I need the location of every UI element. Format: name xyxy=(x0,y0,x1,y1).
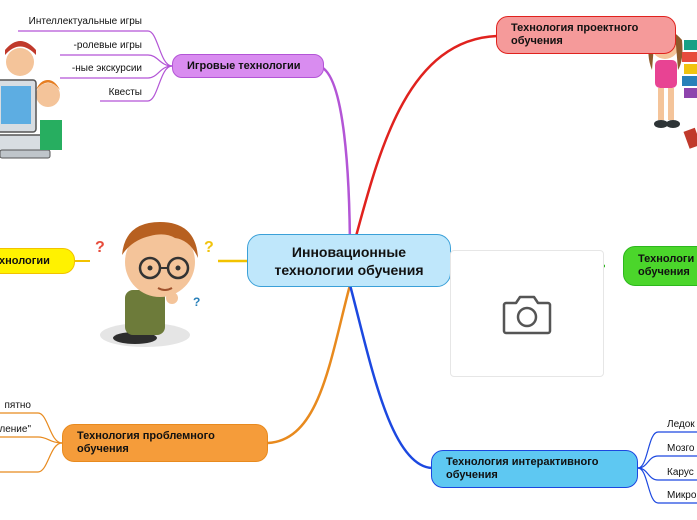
interactive-leaf-2[interactable]: Мозго xyxy=(667,443,695,454)
branch-interactive-line1: Технология интерактивного xyxy=(446,456,599,468)
branch-right-line2: обучения xyxy=(638,266,690,278)
game-leaf-roleplay[interactable]: -ролевые игры xyxy=(73,40,142,51)
svg-text:?: ? xyxy=(95,239,105,256)
branch-project-line1: Технология проектного xyxy=(511,22,639,34)
branch-interactive-line2: обучения xyxy=(446,469,498,481)
center-title-line1: Инновационные xyxy=(291,243,407,260)
branch-right-technologies[interactable]: Технологи обучения xyxy=(623,246,697,286)
connector-interactive xyxy=(348,284,433,470)
branch-problem-line2: обучения xyxy=(77,443,129,455)
image-placeholder[interactable] xyxy=(450,250,604,377)
branch-left-technologies[interactable]: хнологии xyxy=(0,248,75,274)
branch-problem-line1: Технология проблемного xyxy=(77,430,215,442)
center-title-line2: технологии обучения xyxy=(274,261,424,278)
interactive-leaf-1[interactable]: Ледок xyxy=(667,419,695,430)
branch-game-technologies[interactable]: Игровые технологии xyxy=(172,54,324,78)
connector-game xyxy=(317,64,352,259)
problem-leaf-spot[interactable]: пятно xyxy=(4,400,32,411)
game-leaf-connectors xyxy=(18,30,173,102)
connector-project xyxy=(348,34,498,259)
svg-text:?: ? xyxy=(193,295,200,309)
connector-problem xyxy=(267,284,352,445)
camera-icon xyxy=(502,295,552,334)
problem-leaf-connectors xyxy=(0,412,63,473)
branch-project-learning[interactable]: Технология проектного обучения xyxy=(496,16,676,54)
kids-computer-illustration xyxy=(0,41,62,159)
svg-text:?: ? xyxy=(204,239,214,256)
game-leaf-quests[interactable]: Квесты xyxy=(108,87,142,98)
problem-leaf-second[interactable]: ление" xyxy=(0,424,31,435)
branch-right-line1: Технологи xyxy=(638,253,695,265)
center-node[interactable]: Инновационные технологии обучения xyxy=(247,234,451,287)
game-leaf-intellectual[interactable]: Интеллектуальные игры xyxy=(28,16,142,27)
branch-interactive-learning[interactable]: Технология интерактивного обучения xyxy=(431,450,638,488)
branch-game-label: Игровые технологии xyxy=(187,59,301,72)
game-leaf-excursions[interactable]: -ные экскурсии xyxy=(71,63,142,74)
branch-project-line2: обучения xyxy=(511,35,563,47)
branch-problem-learning[interactable]: Технология проблемного обучения xyxy=(62,424,268,462)
interactive-leaf-3[interactable]: Карус xyxy=(667,467,694,478)
branch-left-label: хнологии xyxy=(0,254,50,267)
interactive-leaf-connectors xyxy=(637,431,697,504)
thinking-boy-illustration: ? ? ? xyxy=(95,222,214,347)
interactive-leaf-4[interactable]: Микро xyxy=(667,490,697,501)
